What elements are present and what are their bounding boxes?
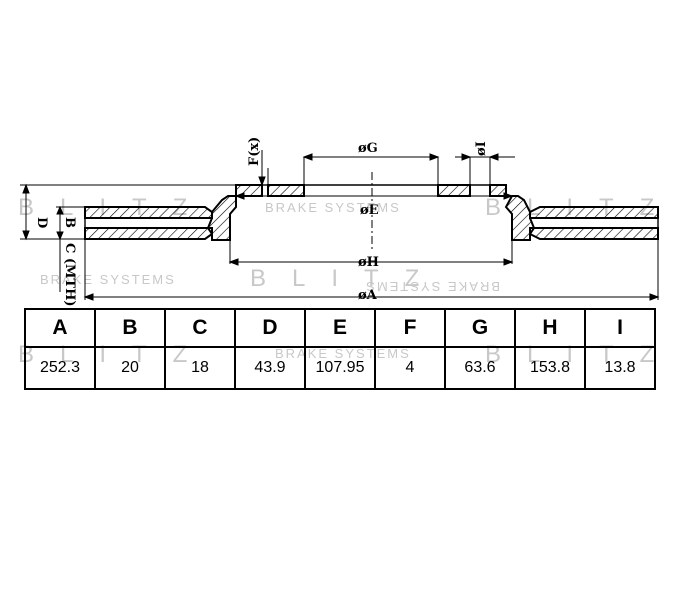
lower-plate-right [529,227,659,240]
value-a: 252.3 [24,346,96,390]
header-f: F [374,308,446,348]
dimension-label-c: C (MTH) [62,243,77,307]
value-d: 43.9 [234,346,306,390]
dimension-label-a: øA [358,288,378,303]
watermark-brand-center: BLITZ [250,265,445,292]
upper-plate-left [84,206,213,219]
watermark-tagline-left: BRAKE SYSTEMS [40,272,176,287]
value-h: 153.8 [514,346,586,390]
dimensions-table: A B C D E F G H I 252.3 20 18 43.9 107.9… [24,308,656,390]
upper-plate-right [529,206,659,219]
hat-flange-center-left [267,184,305,197]
watermark-tagline-mirrored: BRAKE SYSTEMS [364,279,500,294]
header-d: D [234,308,306,348]
section-outlines [84,184,659,239]
value-c: 18 [164,346,236,390]
disc-section [84,184,659,241]
hat-flange-center-right [437,184,471,197]
dimension-label-d: D [34,217,49,228]
dimension-label-g: øG [358,141,378,156]
dimension-label-h: øH [358,255,379,270]
header-b: B [94,308,166,348]
hat-wall-right [504,195,536,241]
dimension-label-e: øE [360,203,379,218]
value-e: 107.95 [304,346,376,390]
header-e: E [304,308,376,348]
hat-wall-left [206,195,237,241]
value-f: 4 [374,346,446,390]
value-i: 13.8 [584,346,656,390]
lower-plate-left [84,227,213,240]
header-h: H [514,308,586,348]
dimension-lines [20,150,660,301]
dimension-label-f: F(x) [247,137,262,166]
dimensions-table-header-row: A B C D E F G H I [24,308,656,348]
header-i: I [584,308,656,348]
dimensions-table-values-row: 252.3 20 18 43.9 107.95 4 63.6 153.8 13.… [24,346,656,390]
dimension-label-b: B [62,217,77,228]
header-c: C [164,308,236,348]
header-g: G [444,308,516,348]
value-g: 63.6 [444,346,516,390]
value-b: 20 [94,346,166,390]
watermark-tagline-center: BRAKE SYSTEMS [265,200,401,215]
header-a: A [24,308,96,348]
dimension-label-i: øI [474,141,489,156]
